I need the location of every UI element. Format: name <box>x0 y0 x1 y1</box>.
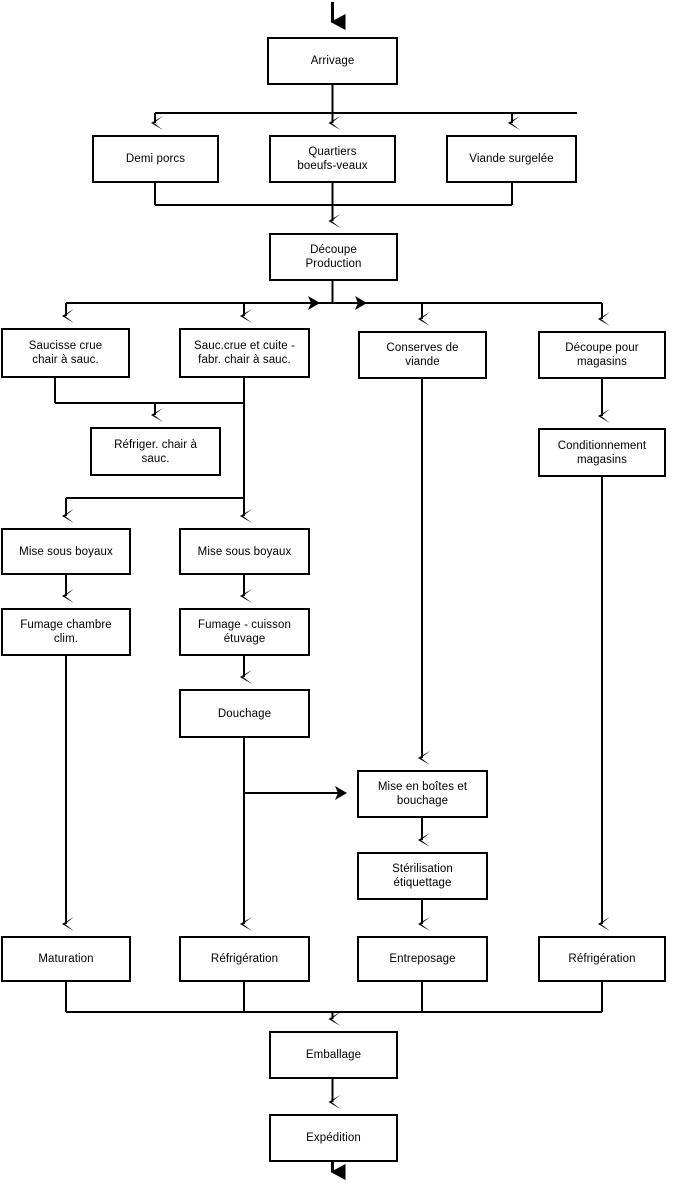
node-refrigeration-1[interactable]: Réfrigération <box>179 936 310 982</box>
node-emballage[interactable]: Emballage <box>269 1031 398 1079</box>
node-sterilisation-etiquettage[interactable]: Stérilisation étiquettage <box>357 852 488 900</box>
edge-row2-merge-decoupe <box>154 183 513 228</box>
node-refrigeration-2[interactable]: Réfrigération <box>538 936 666 982</box>
edge-refriger-miseboyaux1 <box>62 497 244 523</box>
node-mise-sous-boyaux-1[interactable]: Mise sous boyaux <box>1 528 131 575</box>
edge-merge-refriger <box>54 378 244 422</box>
node-decoupe-pour-magasins[interactable]: Découpe pour magasins <box>538 331 666 379</box>
node-fumage-cuisson-etuvage[interactable]: Fumage - cuisson étuvage <box>179 608 310 656</box>
node-demi-porcs[interactable]: Demi porcs <box>92 135 219 183</box>
node-maturation[interactable]: Maturation <box>1 936 131 982</box>
edge-bottomrow-merge-emballage <box>65 982 603 1026</box>
node-saucisse-crue[interactable]: Saucisse crue chair à sauc. <box>1 328 130 378</box>
edge-arrivage-fanout <box>151 85 577 130</box>
node-refriger-chair-a-sauc[interactable]: Réfriger. chair à sauc. <box>90 427 221 476</box>
node-conditionnement-magasins[interactable]: Conditionnement magasins <box>538 428 666 477</box>
node-quartiers-boeufs-veaux[interactable]: Quartiers boeufs-veaux <box>269 135 396 183</box>
edge-decoupe-fanout4 <box>62 281 610 326</box>
node-douchage[interactable]: Douchage <box>179 689 310 738</box>
node-expedition[interactable]: Expédition <box>269 1114 398 1162</box>
node-entreposage[interactable]: Entreposage <box>357 936 488 982</box>
node-sauc-crue-et-cuite[interactable]: Sauc.crue et cuite - fabr. chair à sauc. <box>179 328 310 378</box>
node-fumage-chambre-clim[interactable]: Fumage chambre clim. <box>1 608 131 656</box>
node-arrivage[interactable]: Arrivage <box>267 37 398 85</box>
node-viande-surgelee[interactable]: Viande surgelée <box>446 135 577 183</box>
node-decoupe-production[interactable]: Découpe Production <box>269 233 398 281</box>
node-conserves-de-viande[interactable]: Conserves de viande <box>358 331 487 379</box>
node-mise-sous-boyaux-2[interactable]: Mise sous boyaux <box>179 528 310 575</box>
node-mise-en-boites-et-bouchage[interactable]: Mise en boîtes et bouchage <box>357 770 488 818</box>
